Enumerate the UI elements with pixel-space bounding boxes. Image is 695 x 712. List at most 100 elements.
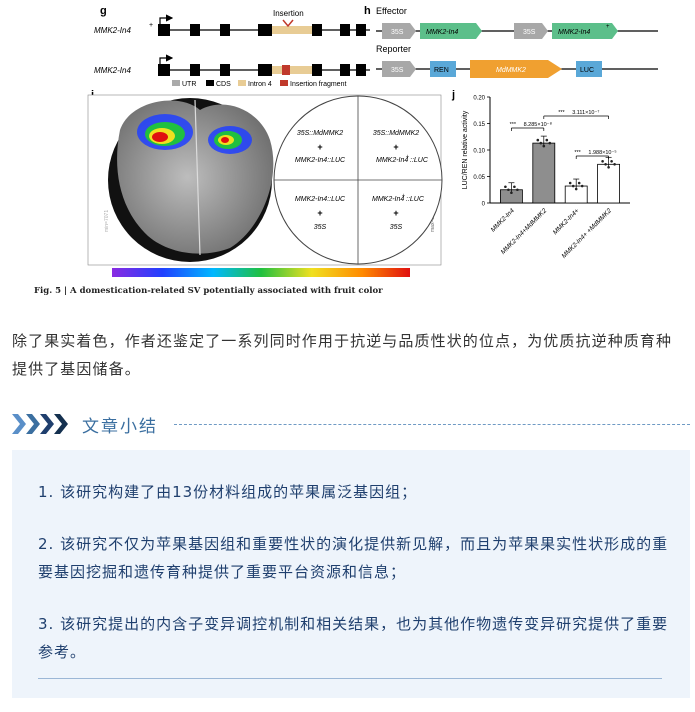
legend-cds-swatch [206,80,214,86]
gene-row1-exon [340,24,350,36]
data-point [516,188,519,192]
data-point [610,160,613,163]
quadrant-text: + [402,193,405,199]
data-point [604,163,607,166]
data-point [568,181,572,185]
data-point [536,138,540,142]
quadrant-text: + [406,154,409,160]
insertion-marker-icon [282,19,294,28]
data-point [571,184,575,188]
section-divider [174,424,690,425]
p-value-label: 1.988×10⁻⁵ [588,149,616,156]
effector-title: Effector [376,6,407,16]
gene-row2-exon [258,64,272,76]
summary-item: 3. 该研究提出的内含子变异调控机制和相关结果，也为其他作物遗传变异研究提供了重… [38,615,669,661]
summary-divider [38,678,662,679]
leaf-midrib [194,99,201,256]
x-tick-label: MMK2-In4+ [552,207,581,236]
gene-row2-name: MMK2-In4 [94,66,131,75]
effector-gene-block [552,23,618,39]
significance-stars: *** [574,150,581,156]
gene-row1-intron [272,26,312,34]
legend-utr: UTR [182,81,196,88]
quadrant-text: ::LUC [406,196,425,203]
chevron-right-icon [54,414,68,434]
gene-row2-exon [340,64,350,76]
y-tick-label: 0.15 [473,122,485,128]
reporter-item: LUC [580,67,594,74]
scale-min-label: min=7071 [104,210,110,232]
gene-row2-exon [190,64,200,76]
data-point [545,138,549,142]
quadrant-text: MMK2-In4 [376,157,408,164]
effector-35s-block [382,23,416,39]
bar [597,163,620,204]
summary-item: 1. 该研究构建了由13份材料组成的苹果属泛基因组； [38,483,418,501]
insertion-label: Insertion [273,9,304,18]
reporter-item: 35S [391,67,404,74]
quadrant-text: MMK2-In4::LUC [295,196,346,203]
reporter-item: MdMMK2 [496,67,526,74]
y-tick-label: 0.10 [473,149,485,155]
gene-row2-exon [356,64,366,76]
data-point [504,185,507,189]
legend-utr-swatch [172,80,180,86]
body-paragraph: 除了果实着色，作者还鉴定了一系列同时作用于抗逆与品质性状的位点，为优质抗逆种质育… [12,332,673,378]
gene-row2-exon [220,64,230,76]
reporter-luc-block [576,61,602,77]
data-point [507,188,510,192]
quadrant-text: 35S::MdMMK2 [297,130,343,137]
data-point [510,191,513,195]
figure-svg: g MMK2-In4 + Insertion MMK2-In4 UTR CD [87,5,658,277]
panel-h-label: h [364,5,371,17]
gene-row2-intron [272,66,312,74]
effector-sup: + [606,24,610,30]
bar [532,142,556,204]
data-point [580,184,584,188]
quadrant-text: + [317,208,322,218]
luminescence-scale-bar [112,268,410,277]
luc-signal-spot [221,137,229,143]
quadrant-text: 35S [390,224,403,231]
reporter-title: Reporter [376,44,411,54]
p-value-label: 3.111×10⁻⁷ [572,109,599,116]
effector-35s-block [514,23,548,39]
chevron-right-icon [12,414,26,434]
y-tick-label: 0.05 [473,175,485,181]
gene-row1-exon [158,24,170,36]
summary-box: 1. 该研究构建了由13份材料组成的苹果属泛基因组； 2. 该研究不仅为苹果基因… [12,450,690,698]
y-tick-label: 0 [482,202,486,208]
data-point [577,181,581,185]
panel-g-label: g [100,5,107,17]
section-title: 文章小结 [82,417,158,437]
gene-row1-name: MMK2-In4 [94,26,131,35]
section-header: 文章小结 [12,412,690,438]
x-tick-label: MMK2-In4 [490,207,516,233]
quadrant-text: + [393,142,398,152]
effector-item: 35S [391,29,404,36]
gene-row1-exon [312,24,322,36]
y-tick-label: 0.20 [473,96,485,102]
data-point [548,141,552,145]
chevron-right-icon [26,414,40,434]
data-point [601,160,604,163]
gene-row2-exon [158,64,170,76]
quadrant-text: 35S::MdMMK2 [373,130,419,137]
summary-item: 2. 该研究不仅为苹果基因组和重要性状的演化提供新见解，而且为苹果果实性状形成的… [38,535,669,581]
effector-item: MMK2-In4 [426,29,458,36]
data-point [613,163,616,166]
figure-caption: Fig. 5 | A domestication-related SV pote… [34,286,383,296]
reporter-ren-block [430,61,456,77]
effector-item: MMK2-In4 [558,29,590,36]
chevron-right-icon [40,414,54,434]
gene-row2-exon [312,64,322,76]
reporter-item: REN [434,67,449,74]
quadrant-text: + [317,142,322,152]
quadrant-text: + [393,208,398,218]
gene-row1-exon [190,24,200,36]
data-point [539,141,543,145]
legend-intron: Intron 4 [248,81,272,88]
significance-stars: *** [558,110,565,116]
effector-gene-block [420,23,482,39]
